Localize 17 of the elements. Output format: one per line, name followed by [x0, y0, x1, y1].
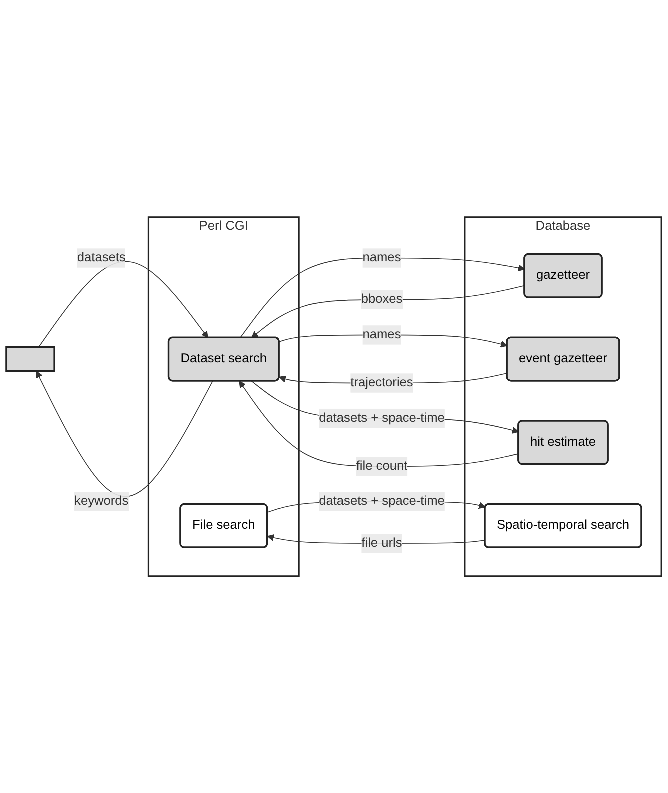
edge-label: keywords	[74, 494, 129, 508]
edge-label: names	[362, 328, 402, 342]
arrow	[36, 370, 214, 497]
node-box	[6, 346, 56, 372]
edge-label: trajectories	[350, 376, 414, 390]
arrow	[251, 284, 526, 338]
arrow	[239, 380, 520, 467]
edge-label: datasets + space-time	[319, 410, 445, 425]
arrow	[251, 380, 520, 434]
arrow	[38, 260, 208, 348]
edge-label: names	[362, 250, 402, 264]
edge-label: bboxes	[361, 292, 403, 306]
arrow	[240, 257, 526, 338]
edge-label: datasets + space-time	[319, 494, 445, 508]
edge-label: file count	[356, 459, 408, 473]
edge-label: file urls	[362, 536, 402, 550]
edge-label: datasets	[77, 250, 126, 264]
